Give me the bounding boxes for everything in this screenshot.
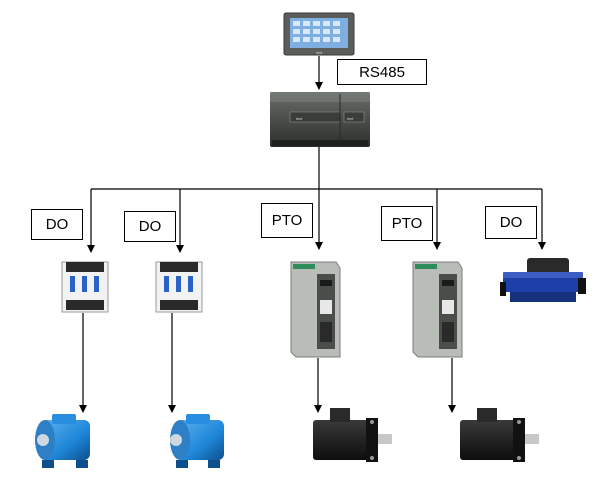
do-label-1: DO	[31, 209, 83, 240]
do-label-2: DO	[124, 211, 176, 242]
servo-drive-1-device	[290, 261, 341, 358]
plc-controller-device: invt invt	[270, 92, 370, 147]
hmi-touchscreen-device: invt	[283, 12, 355, 56]
connection-lines	[79, 56, 546, 413]
pto-label-2: PTO	[381, 206, 433, 241]
motor-2-device	[170, 414, 224, 468]
servo-motor-2-device	[460, 408, 539, 462]
plc-brand-right: invt	[347, 116, 354, 121]
rs485-label: RS485	[337, 59, 427, 85]
solenoid-valve-device	[500, 258, 586, 302]
plc-brand-left: invt	[296, 116, 303, 121]
pto-label-1: PTO	[261, 203, 313, 238]
contactor-2-device	[155, 261, 203, 313]
servo-drive-2-device	[412, 261, 463, 358]
hmi-brand-text: invt	[316, 50, 323, 55]
contactor-1-device	[61, 261, 109, 313]
servo-motor-1-device	[313, 408, 392, 462]
do-label-3: DO	[485, 206, 537, 239]
motor-1-device	[35, 414, 90, 468]
